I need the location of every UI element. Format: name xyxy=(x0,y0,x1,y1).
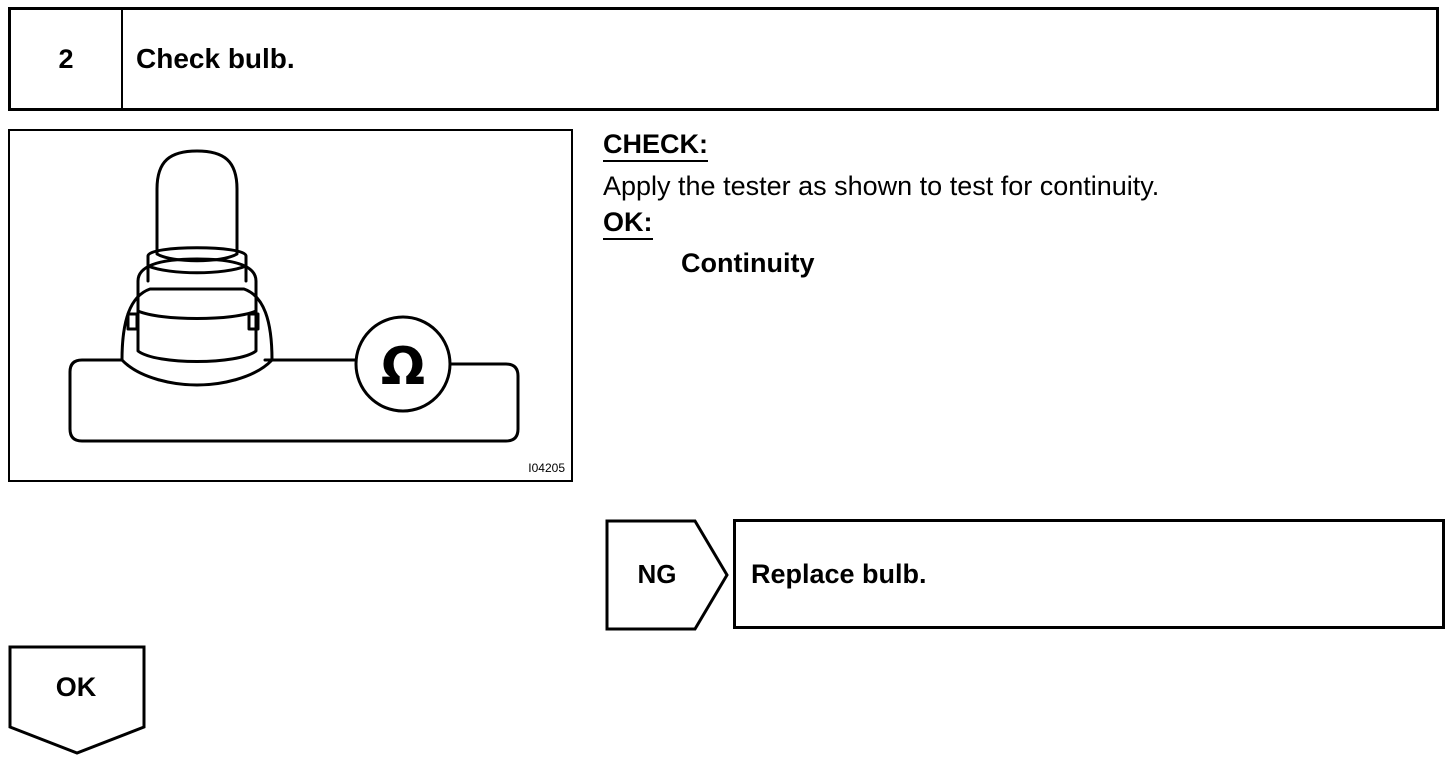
ng-label: NG xyxy=(637,558,677,589)
ohm-symbol: Ω xyxy=(381,337,425,397)
bulb-glass xyxy=(155,149,239,263)
ok-heading: OK: xyxy=(603,206,653,240)
ok-flow-label: OK xyxy=(55,671,97,702)
step-number: 2 xyxy=(11,10,123,108)
ohmmeter xyxy=(354,315,452,413)
bulb-tester-illustration: Ω xyxy=(68,149,520,443)
bulb-base xyxy=(120,287,274,362)
figure-id: I04205 xyxy=(528,461,565,475)
ng-arrow xyxy=(605,519,729,631)
step-header: 2 Check bulb. xyxy=(8,7,1439,111)
tester-wire xyxy=(68,358,520,443)
bulb-test-figure: Ω I04205 xyxy=(8,129,573,482)
ok-arrow xyxy=(8,645,146,755)
bulb-socket xyxy=(136,257,258,363)
ok-value: Continuity xyxy=(681,248,815,278)
right-terminal xyxy=(247,312,260,331)
step-title: Check bulb. xyxy=(136,43,295,74)
check-heading: CHECK: xyxy=(603,128,708,162)
ng-action-box: Replace bulb. xyxy=(733,519,1445,629)
check-instruction: Apply the tester as shown to test for co… xyxy=(603,171,1160,201)
ng-action-text: Replace bulb. xyxy=(751,558,927,589)
left-terminal xyxy=(126,312,139,331)
